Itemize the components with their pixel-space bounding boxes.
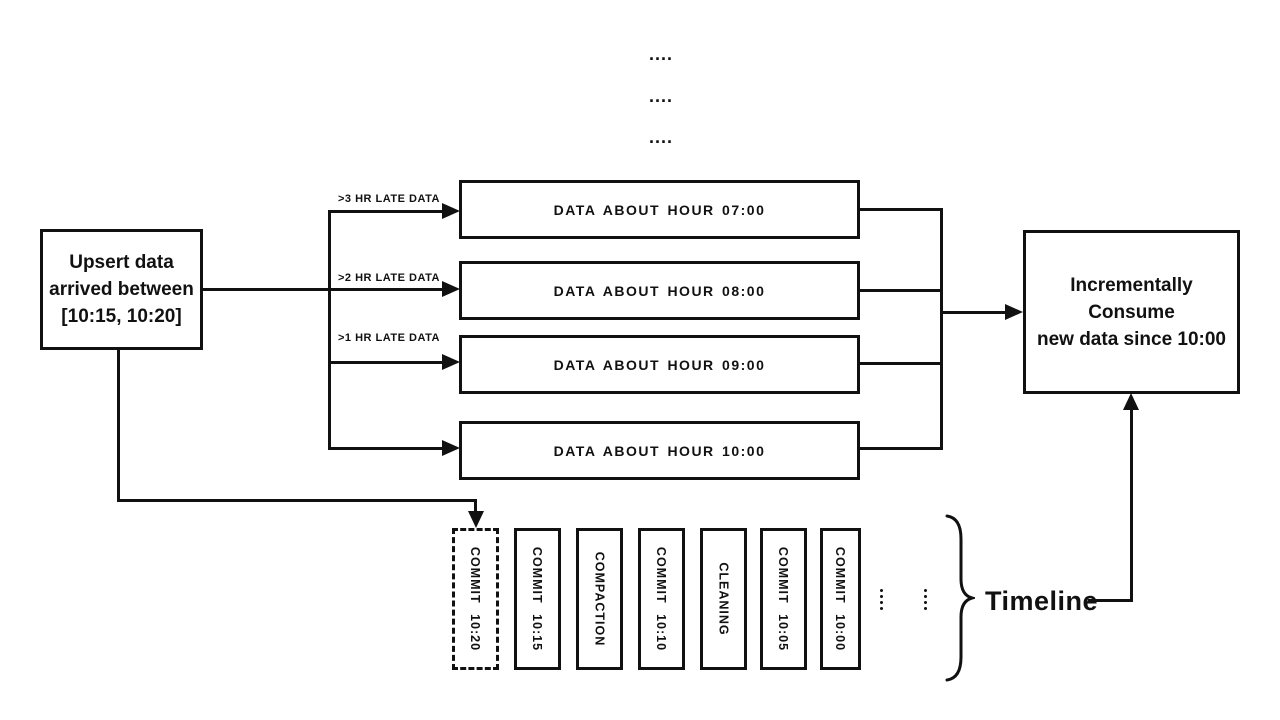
arrowhead-down-icon — [468, 511, 484, 528]
consume-line-2: new data since 10:00 — [1036, 328, 1227, 350]
upsert-to-timeline-line — [117, 499, 477, 502]
consume-bus-line — [940, 208, 943, 450]
top-ellipsis-row-2: .... — [649, 86, 674, 106]
consume-line-1: Incrementally Consume — [1070, 274, 1193, 323]
data-box-hour-0800: DATA ABOUT HOUR 08:00 — [459, 261, 860, 320]
arrowhead-right-icon — [442, 440, 460, 456]
data-box-label: DATA ABOUT HOUR 07:00 — [553, 201, 766, 218]
branch-line-0700 — [330, 210, 444, 213]
branch-label-3hr-late: >3 HR LATE DATA — [338, 193, 440, 205]
vertical-ellipsis-icon — [924, 589, 927, 610]
data-box-label: DATA ABOUT HOUR 10:00 — [553, 442, 766, 459]
arrowhead-right-icon — [1005, 304, 1023, 320]
upsert-line-1: Upsert data — [69, 252, 174, 273]
upsert-line-2: arrived between — [49, 279, 194, 300]
branch-line-0800 — [330, 288, 444, 291]
timeline-entry-label: COMMIT 10:20 — [468, 546, 483, 652]
timeline-entry-label: COMMIT 10:05 — [776, 546, 791, 652]
timeline-label: Timeline — [985, 586, 1099, 616]
incremental-consume-box: Incrementally Consume new data since 10:… — [1023, 230, 1240, 394]
top-ellipsis-row-3: .... — [649, 127, 674, 147]
upsert-line-3: [10:15, 10:20] — [61, 306, 182, 327]
data-box-hour-1000: DATA ABOUT HOUR 10:00 — [459, 421, 860, 480]
data-box-label: DATA ABOUT HOUR 09:00 — [553, 356, 766, 373]
timeline-entry-label: COMMIT 10:15 — [530, 546, 545, 652]
timeline-entry-commit-1010: COMMIT 10:10 — [638, 528, 685, 670]
connector-0700-to-bus — [860, 208, 942, 211]
timeline-to-consume-line-h — [1088, 599, 1132, 602]
timeline-entry-commit-1005: COMMIT 10:05 — [760, 528, 807, 670]
timeline-to-consume-line-v — [1130, 407, 1133, 602]
connector-1000-to-bus — [860, 447, 942, 450]
data-box-hour-0700: DATA ABOUT HOUR 07:00 — [459, 180, 860, 239]
branch-line-0900 — [330, 361, 444, 364]
vertical-ellipsis-icon — [880, 589, 883, 610]
upsert-data-box: Upsert data arrived between [10:15, 10:2… — [40, 229, 203, 350]
timeline-entry-label: CLEANING — [716, 562, 731, 636]
arrowhead-right-icon — [442, 203, 460, 219]
upsert-down-line — [117, 350, 120, 502]
timeline-entry-commit-1020: COMMIT 10:20 — [452, 528, 499, 670]
data-box-hour-0900: DATA ABOUT HOUR 09:00 — [459, 335, 860, 394]
timeline-entry-label: COMMIT 10:10 — [654, 546, 669, 652]
connector-0900-to-bus — [860, 362, 942, 365]
branch-label-1hr-late: >1 HR LATE DATA — [338, 332, 440, 344]
brace-icon — [941, 513, 978, 688]
bus-to-consume-line — [942, 311, 1005, 314]
branch-line-1000 — [330, 447, 444, 450]
upsert-to-branch-line — [203, 288, 330, 291]
timeline-entry-commit-1000: COMMIT 10:00 — [820, 528, 861, 670]
branch-bus-line — [328, 210, 331, 450]
arrowhead-up-icon — [1123, 393, 1139, 410]
branch-label-2hr-late: >2 HR LATE DATA — [338, 272, 440, 284]
timeline-entry-commit-1015: COMMIT 10:15 — [514, 528, 561, 670]
timeline-entry-label: COMPACTION — [592, 551, 607, 647]
timeline-entry-compaction: COMPACTION — [576, 528, 623, 670]
arrowhead-right-icon — [442, 281, 460, 297]
connector-0800-to-bus — [860, 289, 942, 292]
top-ellipsis-row-1: .... — [649, 44, 674, 64]
data-box-label: DATA ABOUT HOUR 08:00 — [553, 282, 766, 299]
timeline-drop-line — [474, 499, 477, 513]
timeline-entry-cleaning: CLEANING — [700, 528, 747, 670]
arrowhead-right-icon — [442, 354, 460, 370]
timeline-entry-label: COMMIT 10:00 — [833, 546, 848, 652]
